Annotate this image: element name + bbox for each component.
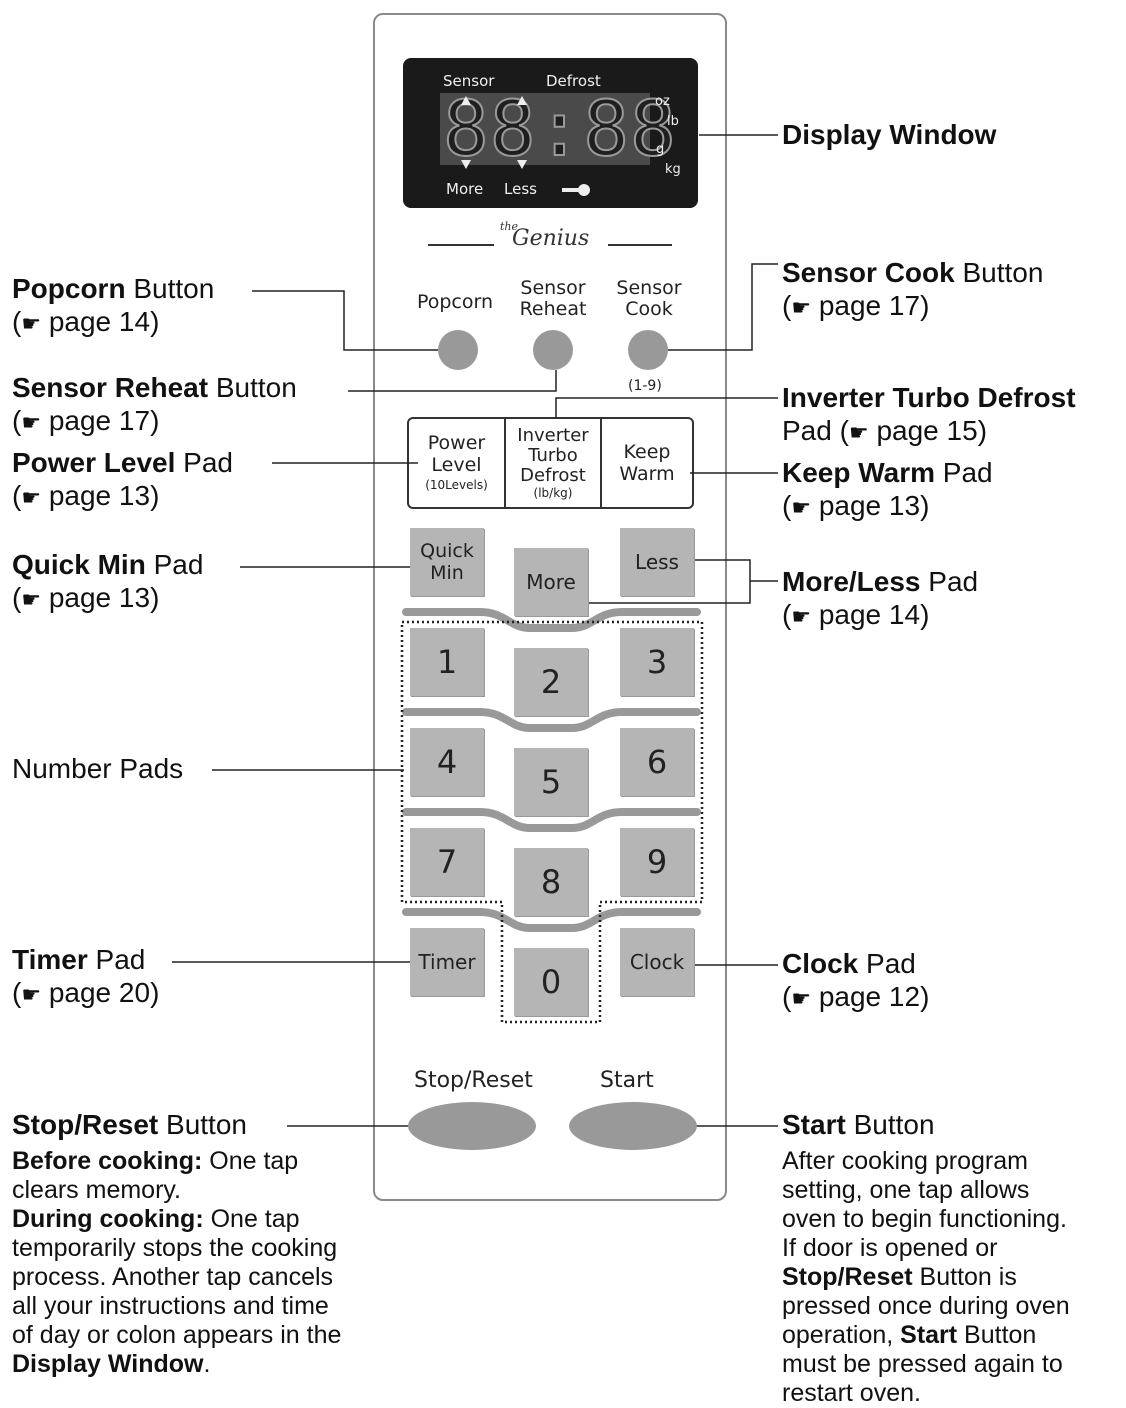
number-pad-3[interactable]: 3: [620, 628, 694, 696]
number-pad-2[interactable]: 2: [514, 648, 588, 716]
pad-divider: [504, 419, 506, 507]
stop-reset-description: Before cooking: One tap clears memory. D…: [12, 1147, 342, 1378]
unit-oz: oz: [655, 94, 670, 109]
timer-callout: Timer Pad(☛ page 20): [12, 944, 160, 1008]
sensor-reheat-button[interactable]: [533, 330, 573, 370]
number-pad-4[interactable]: 4: [410, 728, 484, 796]
key-lock-icon: [562, 184, 590, 196]
pointing-hand-icon: ☛: [791, 496, 812, 521]
unit-lb: lb: [667, 114, 679, 129]
less-pad[interactable]: Less: [620, 528, 694, 596]
display-sensor-label: Sensor: [443, 72, 495, 90]
display-more-label: More: [446, 180, 484, 198]
pointing-hand-icon: ☛: [21, 983, 42, 1008]
up-arrow-icon: [517, 96, 527, 105]
up-arrow-icon: [461, 96, 471, 105]
power-level-callout: Power Level Pad(☛ page 13): [12, 447, 234, 511]
clock-callout: Clock Pad(☛ page 12): [782, 948, 930, 1012]
display-window-callout: Display Window: [782, 119, 997, 150]
start-button[interactable]: [569, 1102, 697, 1150]
number-pad-1[interactable]: 1: [410, 628, 484, 696]
more-less-callout: More/Less Pad(☛ page 14): [782, 566, 979, 630]
sensor-cook-button[interactable]: [628, 330, 668, 370]
display-defrost-label: Defrost: [546, 72, 601, 90]
quick-min-callout: Quick Min Pad(☛ page 13): [12, 549, 204, 613]
number-pad-8[interactable]: 8: [514, 848, 588, 916]
down-arrow-icon: [517, 160, 527, 169]
number-pad-7[interactable]: 7: [410, 828, 484, 896]
start-description: After cooking program setting, one tap a…: [782, 1147, 1070, 1407]
logo-rule-right: [608, 244, 672, 246]
logo-rule-left: [428, 244, 494, 246]
stop-reset-label: Stop/Reset: [414, 1068, 533, 1093]
number-pad-9[interactable]: 9: [620, 828, 694, 896]
logo-genius: Genius: [512, 226, 590, 251]
popcorn-label: Popcorn: [416, 291, 494, 313]
sensor-cook-range: (1-9): [628, 378, 662, 394]
number-pads-callout: Number Pads: [12, 753, 184, 784]
pointing-hand-icon: ☛: [21, 312, 42, 337]
pointing-hand-icon: ☛: [21, 411, 42, 436]
unit-kg: kg: [665, 162, 681, 177]
keep-warm-callout: Keep Warm Pad(☛ page 13): [782, 457, 993, 521]
logo-the: the: [500, 220, 519, 233]
display-digits: 88:88: [442, 84, 677, 173]
start-label: Start: [600, 1068, 654, 1093]
timer-pad[interactable]: Timer: [410, 928, 484, 996]
sensor-reheat-callout: Sensor Reheat Button(☛ page 17): [12, 372, 297, 436]
popcorn-callout: Popcorn Button(☛ page 14): [12, 273, 215, 337]
unit-g: g: [656, 142, 665, 157]
popcorn-button[interactable]: [438, 330, 478, 370]
sensor-cook-callout: Sensor Cook Button(☛ page 17): [782, 257, 1044, 321]
stop-reset-callout: Stop/Reset Button: [12, 1109, 247, 1140]
pointing-hand-icon: ☛: [791, 605, 812, 630]
pointing-hand-icon: ☛: [791, 987, 812, 1012]
number-pad-0[interactable]: 0: [514, 948, 588, 1016]
start-callout: Start Button: [782, 1109, 935, 1140]
pointing-hand-icon: ☛: [21, 588, 42, 613]
down-arrow-icon: [461, 160, 471, 169]
display-less-label: Less: [504, 180, 537, 198]
stop-reset-button[interactable]: [408, 1102, 536, 1150]
digits-background: [440, 93, 650, 165]
more-pad[interactable]: More: [514, 548, 588, 616]
pointing-hand-icon: ☛: [21, 486, 42, 511]
pointing-hand-icon: ☛: [791, 296, 812, 321]
pointing-hand-icon: ☛: [848, 421, 869, 446]
pad-divider: [600, 419, 602, 507]
number-pad-6[interactable]: 6: [620, 728, 694, 796]
clock-pad[interactable]: Clock: [620, 928, 694, 996]
number-pad-5[interactable]: 5: [514, 748, 588, 816]
